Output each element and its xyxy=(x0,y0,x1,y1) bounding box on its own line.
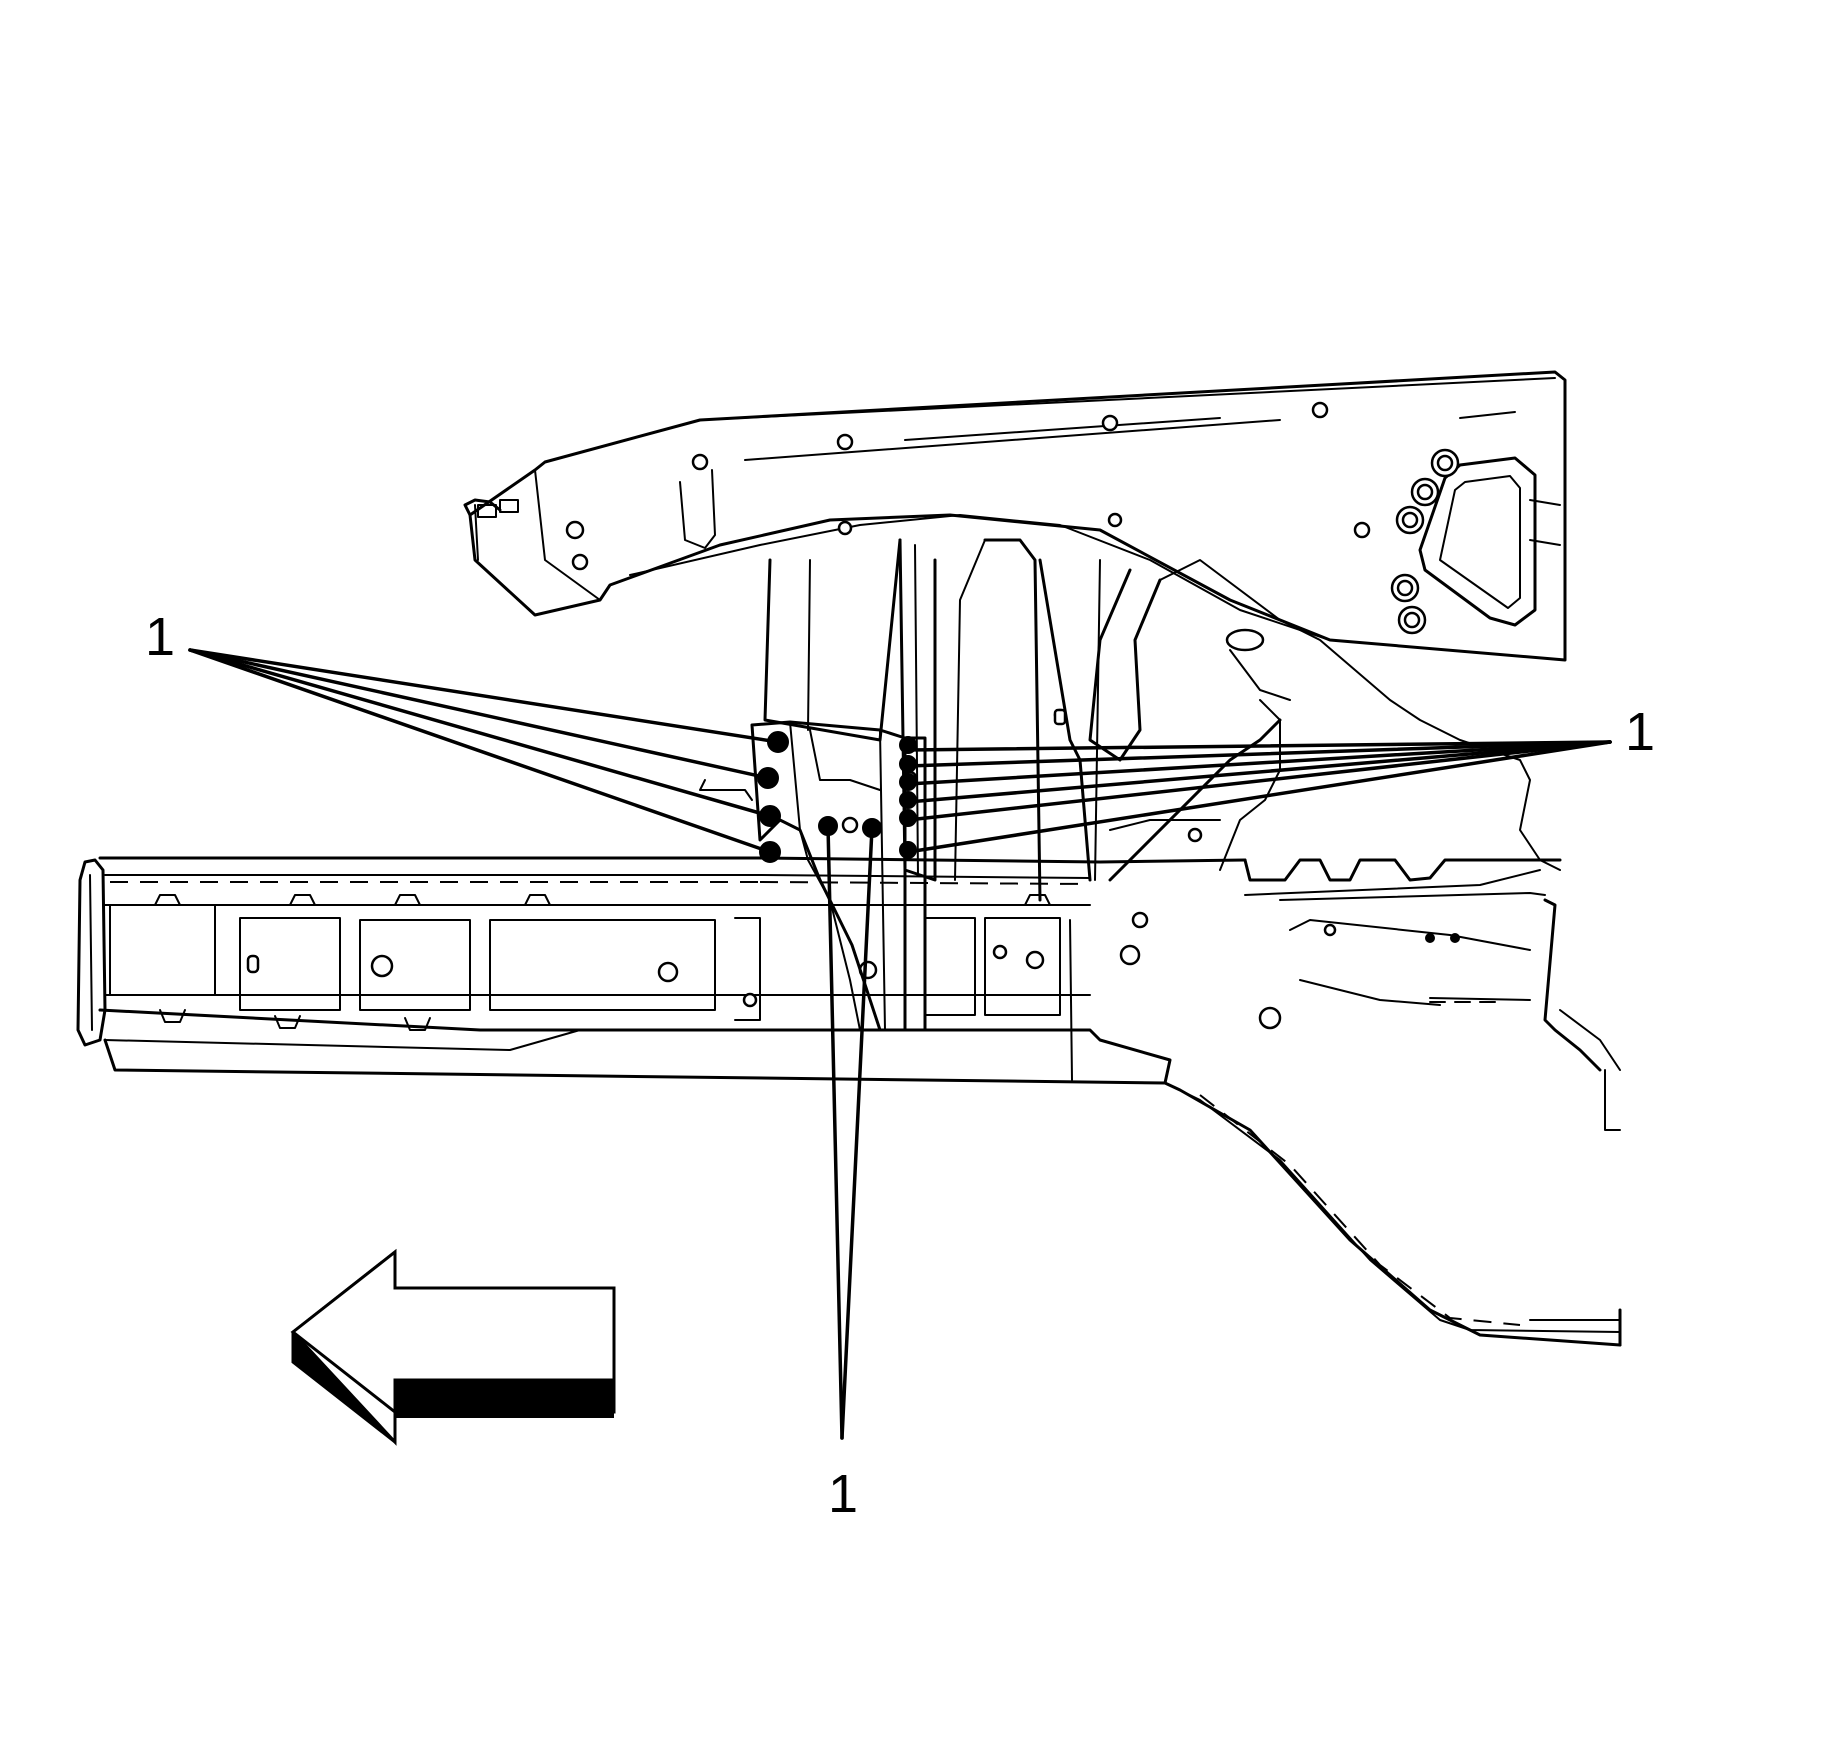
wheelhouse-panel xyxy=(763,538,1561,966)
weld-points xyxy=(757,731,917,863)
lower-frame-rail xyxy=(76,856,1622,1347)
callout-upper-left: 1 xyxy=(145,607,175,667)
weld-spot xyxy=(899,755,917,773)
arrow-left-icon xyxy=(290,1248,616,1446)
leader-lines-upper-left xyxy=(188,648,780,854)
callout-right: 1 xyxy=(1625,702,1655,762)
upper-rail xyxy=(463,370,1567,662)
leader-lines-bottom xyxy=(826,824,874,1440)
leader-lines-right xyxy=(906,740,1612,854)
callout-bottom: 1 xyxy=(828,1464,858,1524)
